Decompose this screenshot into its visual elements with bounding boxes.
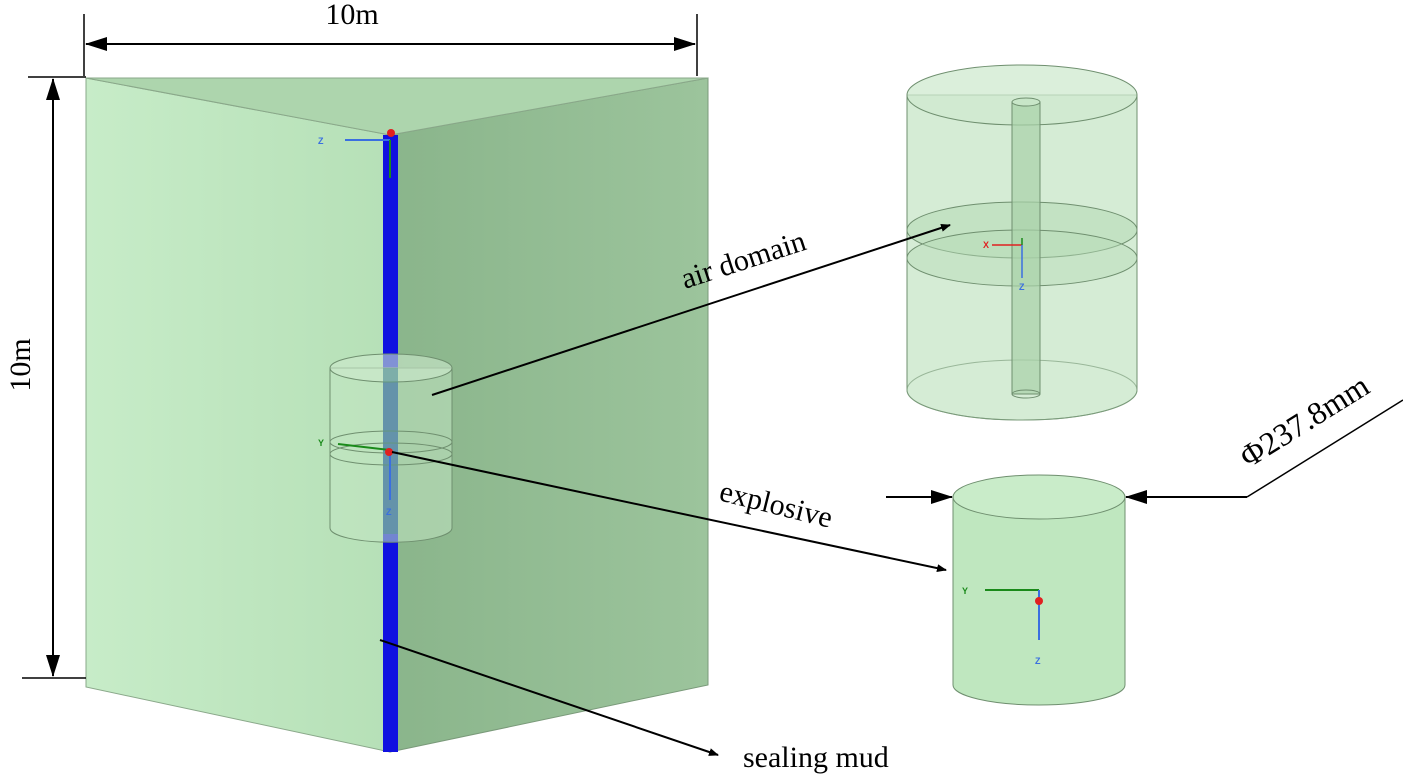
top-axis-triad: Z (318, 129, 395, 178)
leader-lines (379, 224, 951, 756)
air-detail-axis-label-1: X (983, 240, 989, 250)
height-label: 10m (4, 338, 37, 391)
explosive-axis-label-1: Y (962, 586, 968, 596)
model-top-face (85, 77, 709, 136)
explosive-leader (391, 451, 947, 573)
diameter-label: Φ237.8mm (1233, 367, 1375, 475)
center-axis-label-1: Y (318, 438, 324, 448)
explosive-detail: Y Z (952, 474, 1126, 706)
center-axis-triad: Y Z (318, 438, 393, 517)
air-domain-leader (431, 224, 951, 396)
model-block: Z Y Z (85, 77, 709, 753)
sealing-mud-leader (379, 639, 719, 756)
height-dimension: 10m (4, 76, 86, 679)
air-domain-detail: X Z (906, 64, 1138, 421)
air-detail-axis-label-2: Z (1019, 282, 1025, 292)
width-label: 10m (325, 0, 378, 31)
explosive-axis-label-2: Z (1035, 656, 1041, 666)
sealing-mud-label: sealing mud (743, 741, 889, 774)
top-axis-label: Z (318, 136, 324, 146)
center-axis-label-2: Z (386, 507, 392, 517)
width-dimension: 10m (83, 0, 698, 76)
